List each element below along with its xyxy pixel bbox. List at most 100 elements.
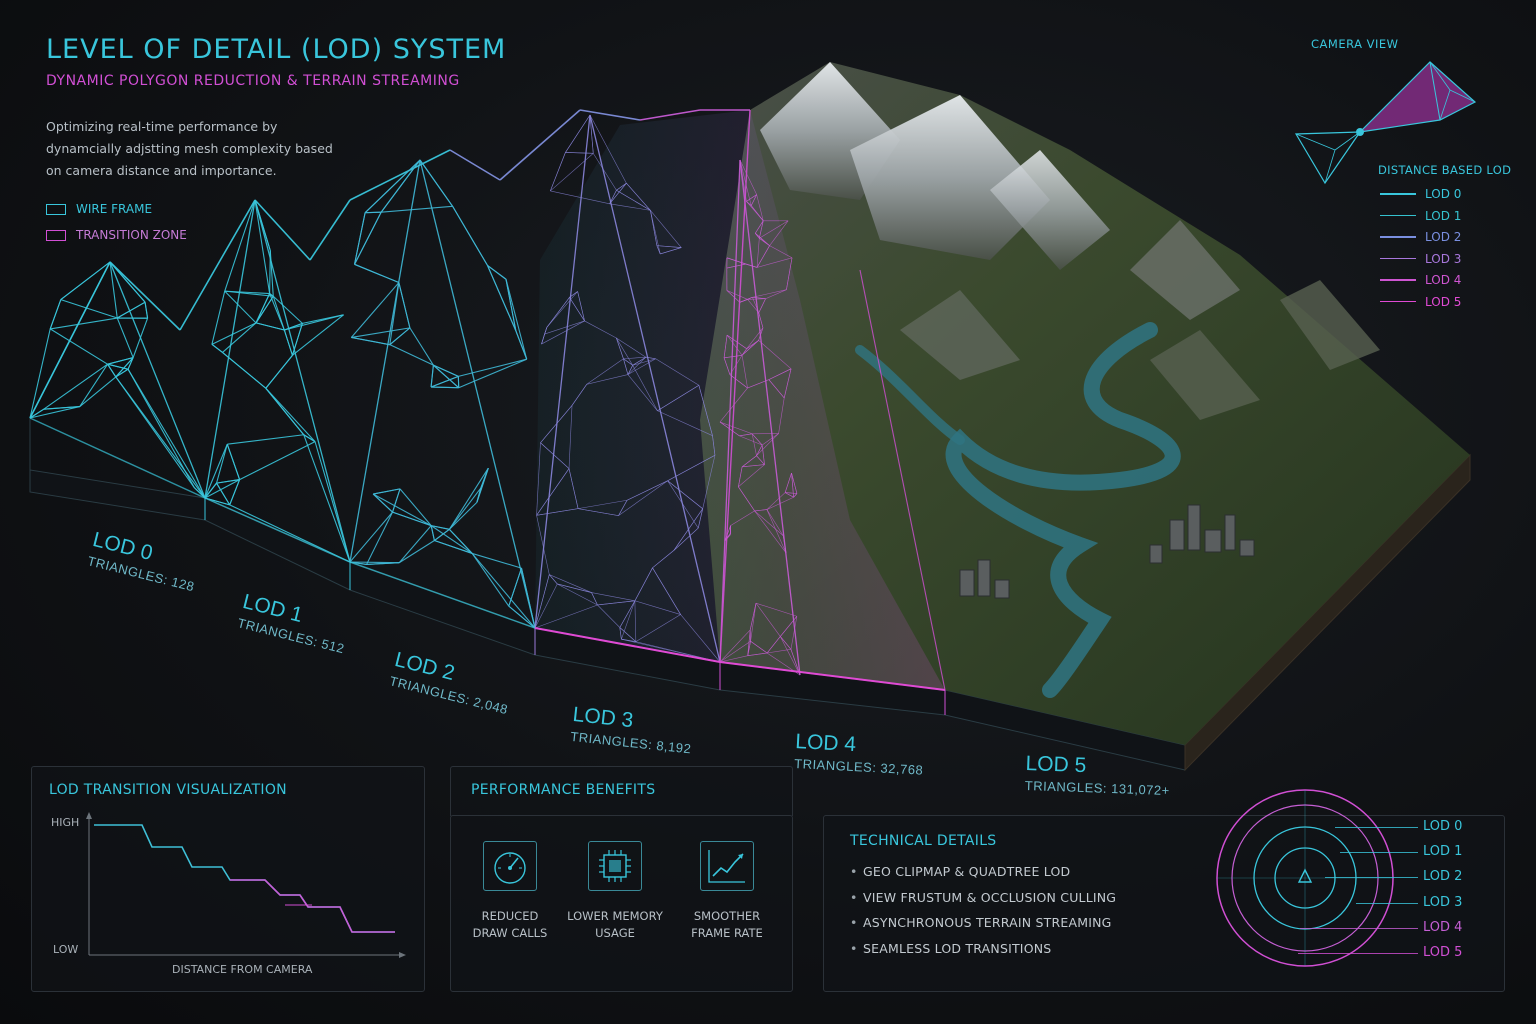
wire-edge xyxy=(632,365,658,411)
wire-edge xyxy=(284,322,303,331)
wire-edge xyxy=(719,159,741,663)
wire-edge xyxy=(354,211,382,265)
camera-view-title: CAMERA VIEW xyxy=(1311,37,1399,51)
wire-edge xyxy=(107,357,134,365)
wire-edge xyxy=(399,488,432,526)
wire-edge xyxy=(434,528,450,541)
list-item: •VIEW FRUSTUM & OCCLUSION CULLING xyxy=(850,889,1117,905)
x-axis-label: DISTANCE FROM CAMERA xyxy=(172,963,313,976)
wire-edge xyxy=(730,510,755,526)
wire-edge xyxy=(534,583,558,629)
wire-edge xyxy=(758,312,764,328)
wire-edge xyxy=(216,482,231,506)
wire-edge xyxy=(399,540,435,564)
wire-edge xyxy=(49,328,108,365)
wire-edge xyxy=(448,487,482,530)
wire-edge xyxy=(351,336,390,346)
wire-edge xyxy=(749,603,757,630)
wire-edge xyxy=(364,159,421,214)
lod-line-swatch xyxy=(1380,279,1416,281)
wire-edge xyxy=(29,408,45,419)
transition-zone xyxy=(535,110,945,690)
wire-edge xyxy=(433,364,459,377)
wire-edge xyxy=(756,238,760,268)
wire-edge xyxy=(652,550,675,569)
wire-edge xyxy=(392,511,432,527)
ring-label: LOD 4 xyxy=(1423,920,1463,935)
wire-edge xyxy=(766,636,781,654)
wire-edge xyxy=(586,374,628,385)
wire-edge xyxy=(303,434,316,443)
wire-edge xyxy=(768,379,785,399)
wire-edge xyxy=(389,344,434,366)
wire-edge xyxy=(224,290,274,297)
wire-edge xyxy=(778,397,785,434)
lod-label-5: LOD 5 TRIANGLES: 131,072+ xyxy=(1025,752,1171,798)
wire-edge xyxy=(584,320,617,339)
wire-edge xyxy=(254,199,311,261)
wire-edge xyxy=(754,510,787,554)
wire-edge xyxy=(609,203,651,211)
wire-edge xyxy=(550,190,610,205)
wire-edge xyxy=(550,152,566,192)
wire-edge xyxy=(272,295,303,324)
wire-edge xyxy=(255,293,271,324)
wire-edge xyxy=(430,365,434,388)
wire-edge xyxy=(546,291,578,328)
wire-edge xyxy=(471,553,536,629)
distance-lod-row: LOD 4 xyxy=(1380,273,1461,287)
wire-edge xyxy=(303,434,351,563)
wire-edge xyxy=(650,210,682,248)
wire-edge xyxy=(380,159,421,213)
list-item: •ASYNCHRONOUS TERRAIN STREAMING xyxy=(850,915,1112,930)
wire-edge xyxy=(766,509,787,554)
wire-edge xyxy=(623,358,633,366)
wire-edge xyxy=(544,320,585,335)
wire-edge xyxy=(719,629,751,663)
river xyxy=(945,322,1181,698)
wire-edge xyxy=(746,194,757,202)
wire-edge xyxy=(750,640,768,654)
wire-edge xyxy=(780,636,792,650)
transition-swatch-icon xyxy=(46,229,66,241)
wire-edge xyxy=(791,472,798,494)
wire-edge xyxy=(793,493,798,498)
wire-edge xyxy=(632,358,656,366)
wire-edge xyxy=(389,327,411,346)
wire-edge xyxy=(283,329,293,356)
wire-edge xyxy=(739,296,753,303)
wire-edge xyxy=(786,257,793,290)
wire-edge xyxy=(515,330,528,360)
chip-icon xyxy=(588,841,642,891)
wire-edge xyxy=(471,553,510,607)
wire-edge xyxy=(738,486,755,512)
wire-edge xyxy=(541,327,548,345)
wire-edge xyxy=(741,355,748,389)
lod-rings-diagram xyxy=(1216,789,1394,967)
wire-edge xyxy=(756,433,779,456)
wire-edge xyxy=(619,600,636,628)
wire-edge xyxy=(739,435,763,446)
distance-lod-row: LOD 0 xyxy=(1380,187,1461,201)
ring-leader-line xyxy=(1335,827,1418,828)
wire-edge xyxy=(127,357,134,370)
wire-edge xyxy=(541,320,585,345)
wire-edge xyxy=(224,199,256,292)
mountain-peak xyxy=(850,95,1050,260)
wire-edge xyxy=(272,296,285,331)
distance-lod-row: LOD 2 xyxy=(1380,230,1461,244)
wire-edge xyxy=(579,109,641,121)
wire-edge xyxy=(756,194,764,221)
legend-wireframe: WIRE FRAME xyxy=(46,202,152,216)
wire-edge xyxy=(254,199,271,294)
wire-edge xyxy=(211,322,257,345)
wire-edge xyxy=(591,592,598,606)
wire-edge xyxy=(758,340,792,370)
wire-edge xyxy=(239,441,316,481)
ring-leader-line xyxy=(1300,928,1418,929)
wire-edge xyxy=(650,210,661,254)
wire-edge xyxy=(673,527,699,551)
wire-edge xyxy=(618,480,668,516)
wire-edge xyxy=(755,602,781,637)
